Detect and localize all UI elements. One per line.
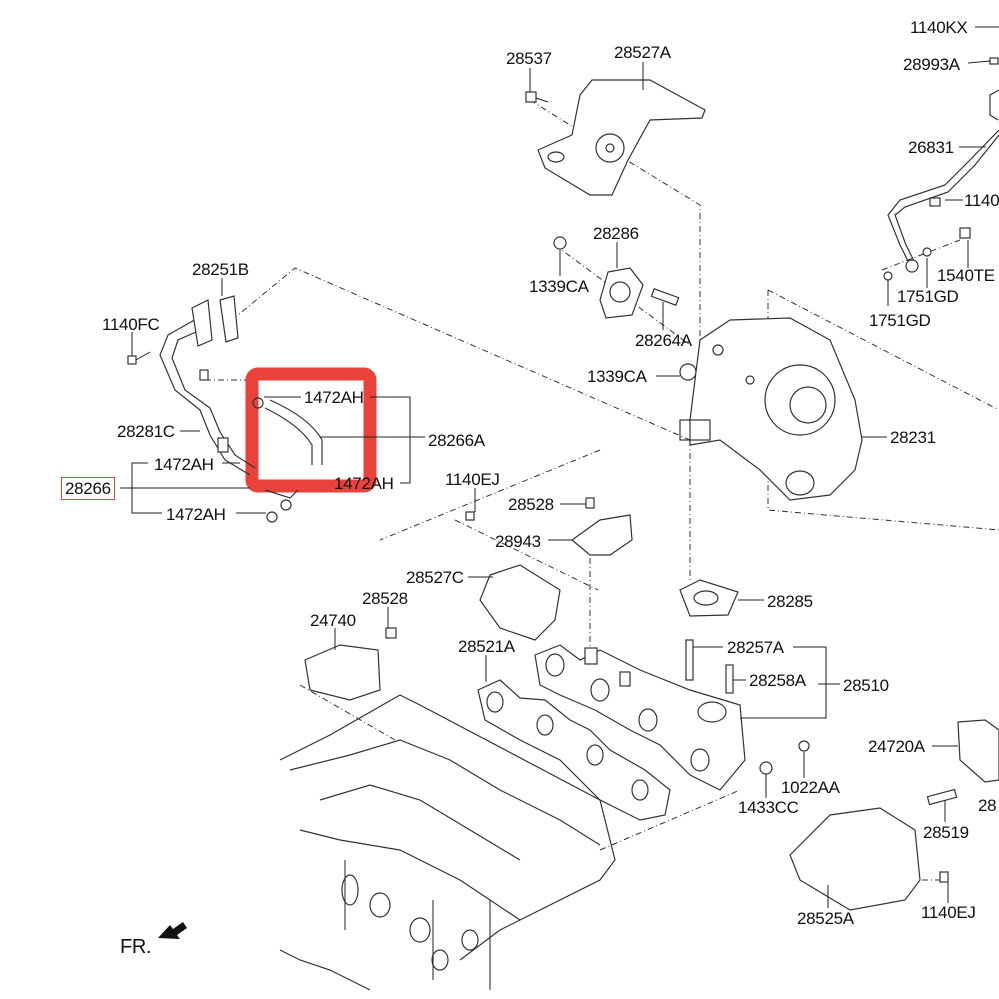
part-label-28943: 28943 <box>495 532 541 551</box>
bracket-28943 <box>571 514 633 556</box>
part-label-1472ah-a: 1472AH <box>304 388 364 407</box>
cylinder-head <box>279 694 616 991</box>
part-label-28266-text[interactable]: 28266 <box>61 477 115 500</box>
bracket-24720a <box>957 719 999 783</box>
part-label-28231: 28231 <box>890 428 936 447</box>
front-marker-label: FR. <box>120 936 152 958</box>
stud-28264a <box>650 288 680 306</box>
oil-pipe-26831 <box>883 57 999 281</box>
part-label-28527a: 28527A <box>614 43 671 62</box>
part-label-28510: 28510 <box>843 676 889 695</box>
part-label-28528-lower: 28528 <box>362 589 408 608</box>
part-label-28251b: 28251B <box>192 260 249 279</box>
part-label-1433cc: 1433CC <box>738 798 799 817</box>
part-label-28266-highlighted[interactable]: 28266 <box>61 477 115 500</box>
leader-lines <box>120 26 999 908</box>
part-label-28285: 28285 <box>767 592 813 611</box>
part-label-1140kx: 1140KX <box>910 18 968 37</box>
nut-1339ca-lower <box>679 363 697 381</box>
manifold-gasket-28521a <box>477 679 671 821</box>
gasket-28285 <box>679 579 739 617</box>
part-label-1751gd-upper: 1751GD <box>897 287 959 306</box>
part-label-28258a: 28258A <box>749 671 806 690</box>
bolt-28528-upper <box>585 497 595 509</box>
part-label-1751gd-lower: 1751GD <box>869 311 931 330</box>
part-label-1140ej-right: 1140EJ <box>921 903 976 922</box>
bracket-24740 <box>304 644 381 701</box>
bolt-1140ej-right <box>939 871 949 883</box>
bolt-28537 <box>525 91 549 103</box>
gasket-28286 <box>599 267 644 319</box>
part-label-28521a: 28521A <box>458 637 515 656</box>
bolt-1140fc <box>127 355 137 365</box>
part-label-1140-right: 1140 <box>964 191 999 210</box>
nut-1339ca-upper <box>553 236 567 250</box>
part-label-1540te: 1540TE <box>937 266 995 285</box>
part-label-24720a: 24720A <box>868 737 925 756</box>
nut-1022aa <box>798 740 810 752</box>
highlight-box <box>245 367 377 493</box>
part-label-1472ah-d: 1472AH <box>166 505 226 524</box>
part-label-28264a: 28264A <box>635 331 692 350</box>
part-label-1140fc: 1140FC <box>102 315 160 334</box>
bolt-28528-lower <box>385 627 397 639</box>
nut-1433cc <box>759 761 773 775</box>
heat-shield-28527a <box>537 79 706 196</box>
part-label-28525a: 28525A <box>797 909 854 928</box>
part-label-28-right: 28 <box>978 796 997 815</box>
pipe-28281c <box>159 295 256 476</box>
part-label-1472ah-c: 1472AH <box>154 455 214 474</box>
part-label-28281c: 28281C <box>117 422 175 441</box>
bolt-1140ej-left <box>465 511 475 521</box>
part-label-1472ah-b: 1472AH <box>334 474 394 493</box>
part-label-28993a: 28993A <box>903 55 960 74</box>
hose-28266a <box>252 397 323 523</box>
turbocharger-28231 <box>679 317 863 501</box>
assembly-guide-lines <box>205 99 999 881</box>
heat-shield-28527c <box>479 564 561 641</box>
part-label-26831: 26831 <box>908 138 954 157</box>
part-label-28527c: 28527C <box>406 568 464 587</box>
part-label-28266a: 28266A <box>428 431 485 450</box>
heat-shield-28525a <box>789 807 921 911</box>
part-label-28537: 28537 <box>506 49 552 68</box>
exhaust-manifold-28510 <box>534 639 746 791</box>
part-label-28257a: 28257A <box>727 638 784 657</box>
part-label-28519: 28519 <box>923 823 969 842</box>
front-direction-arrow-icon <box>158 922 187 939</box>
stud-28519 <box>926 788 958 806</box>
part-label-28528-upper: 28528 <box>508 495 554 514</box>
part-label-1339ca-lower: 1339CA <box>587 367 647 386</box>
part-label-28286: 28286 <box>593 224 639 243</box>
part-label-1022aa: 1022AA <box>781 778 840 797</box>
part-label-24740: 24740 <box>310 611 356 630</box>
part-label-1140ej-left: 1140EJ <box>445 470 500 489</box>
part-label-1339ca-upper: 1339CA <box>529 277 589 296</box>
